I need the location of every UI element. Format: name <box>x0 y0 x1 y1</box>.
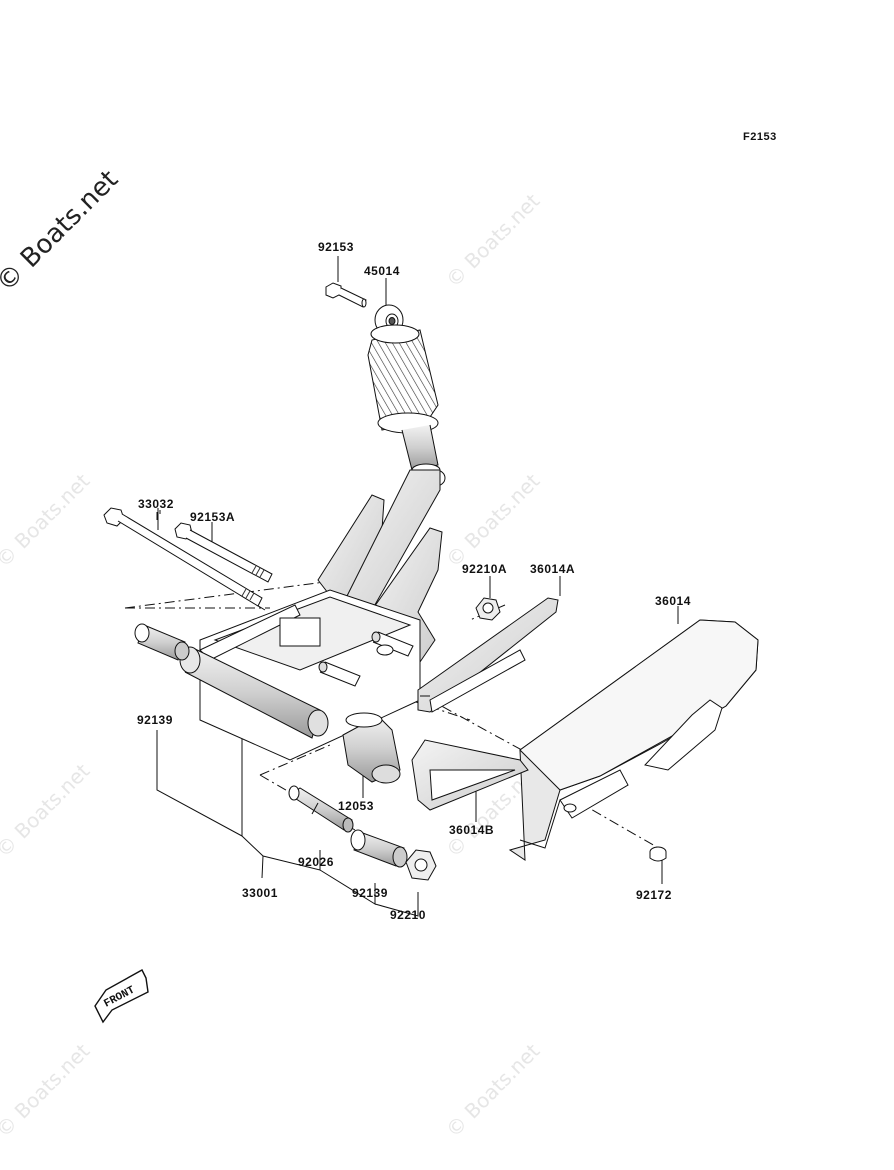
part-label-36014B[interactable]: 36014B <box>449 823 495 837</box>
bolt-33032 <box>103 507 263 607</box>
part-label-92153[interactable]: 92153 <box>318 240 354 254</box>
part-label-92210A[interactable]: 92210A <box>462 562 508 576</box>
part-label-33001[interactable]: 33001 <box>242 886 278 900</box>
part-label-36014[interactable]: 36014 <box>655 594 691 608</box>
bolt-92153 <box>325 282 367 308</box>
part-label-92172[interactable]: 92172 <box>636 888 672 902</box>
collar-92139-left <box>134 623 190 661</box>
chain-case-36014 <box>508 619 759 861</box>
screw-92172 <box>649 846 667 862</box>
bolt-92153A <box>174 522 273 583</box>
nut-92210 <box>405 849 437 881</box>
part-label-92210[interactable]: 92210 <box>390 908 426 922</box>
nut-92210A <box>475 597 501 621</box>
part-label-92139-left[interactable]: 92139 <box>137 713 173 727</box>
part-label-92026[interactable]: 92026 <box>298 855 334 869</box>
shock-absorber-45014 <box>367 304 446 487</box>
part-label-12053[interactable]: 12053 <box>338 799 374 813</box>
chain-guard-36014B <box>411 739 529 811</box>
chain-guard-36014A <box>417 597 559 713</box>
part-label-92153A[interactable]: 92153A <box>190 510 236 524</box>
figure-code: F2153 <box>743 131 777 143</box>
part-label-92139-bottom[interactable]: 92139 <box>352 886 388 900</box>
part-label-36014A[interactable]: 36014A <box>530 562 576 576</box>
part-label-45014[interactable]: 45014 <box>364 264 400 278</box>
bushing-12053 <box>342 712 401 784</box>
sleeve-92026 <box>288 785 354 833</box>
part-label-33032[interactable]: 33032 <box>138 497 174 511</box>
front-arrow <box>94 969 149 1024</box>
collar-92139-bottom <box>350 829 408 868</box>
